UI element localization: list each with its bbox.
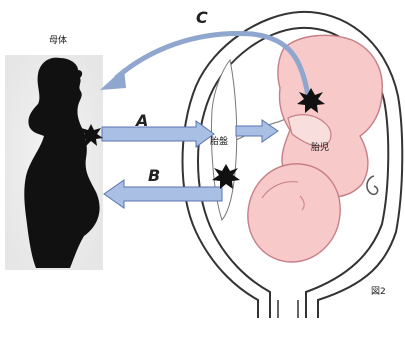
label-fetus: 胎児 [311,140,329,153]
label-arrow-a: A [136,111,148,130]
arrow-b [104,180,222,208]
fetus-head [248,164,340,262]
label-arrow-b: B [148,166,160,185]
label-mother: 母体 [49,33,67,46]
fetus-ear [367,176,378,194]
cervix-canal [278,300,298,318]
label-arrow-c: C [196,8,208,27]
arrow-c-head [100,68,126,90]
arrow-a [102,121,214,147]
figure-number: 図2 [371,284,386,297]
label-placenta: 胎盤 [210,134,228,147]
